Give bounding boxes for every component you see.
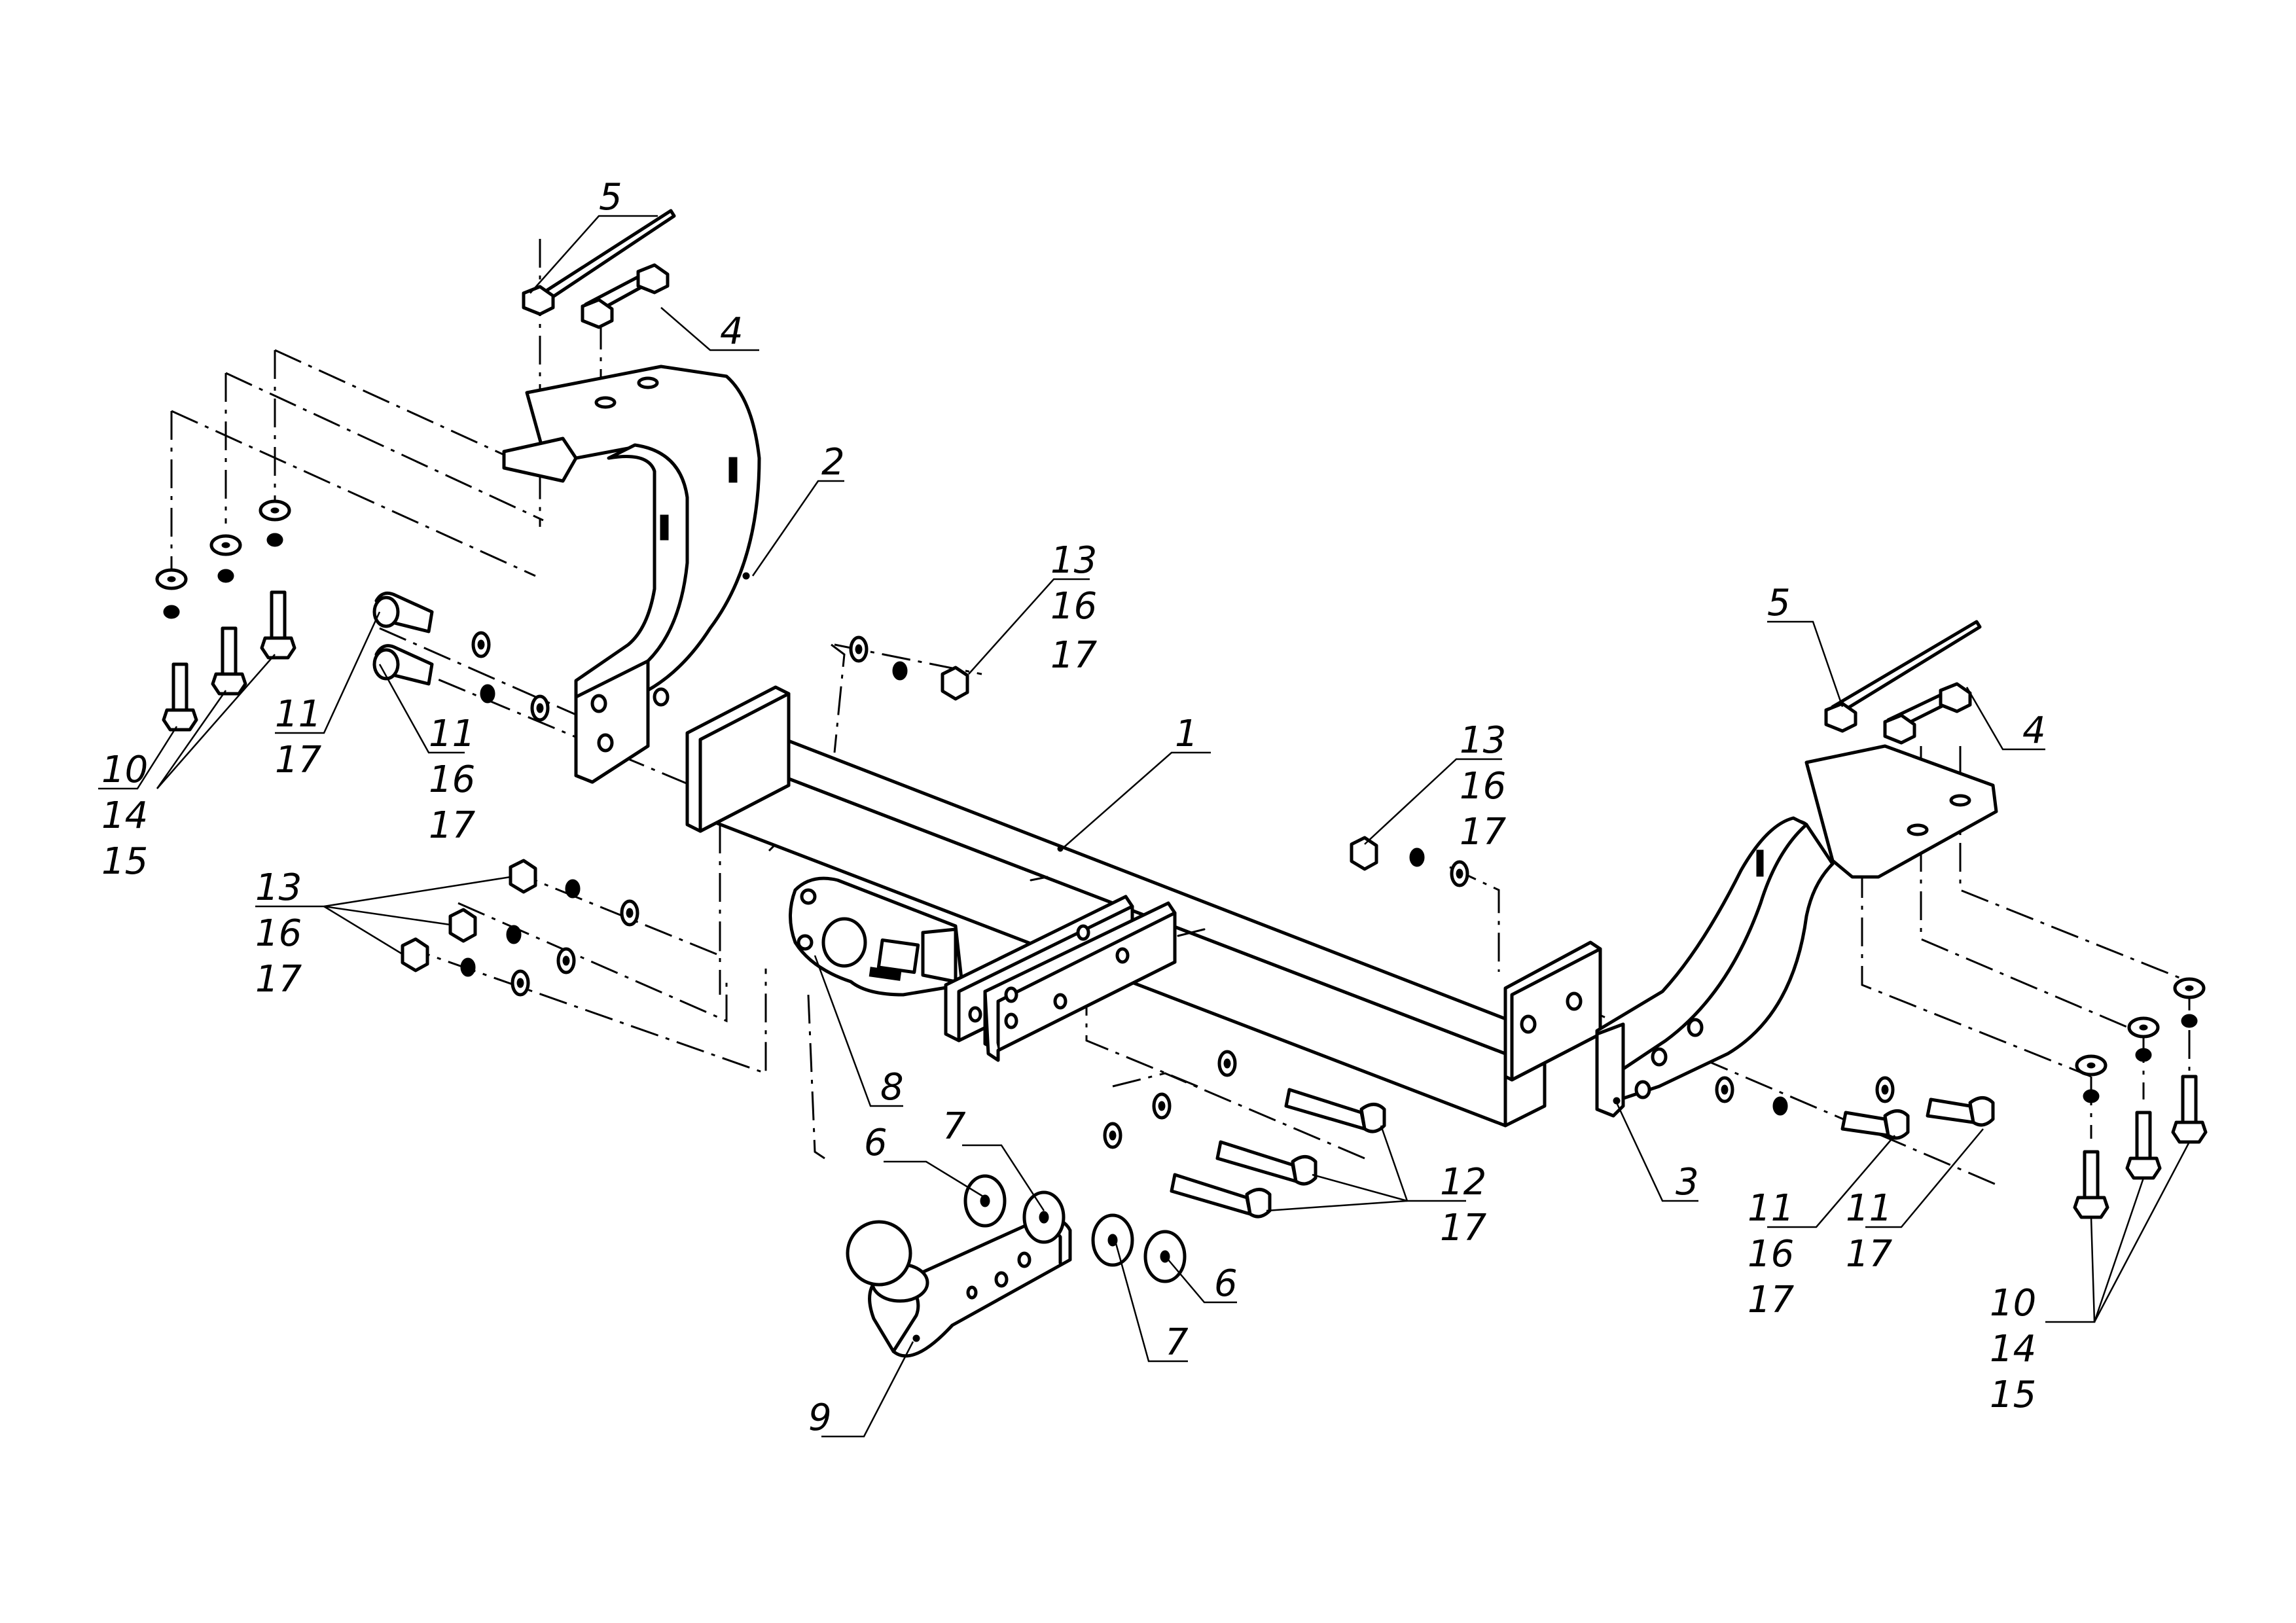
callout-label: 10: [1990, 1282, 2036, 1325]
callout-label: 4: [2022, 709, 2046, 752]
callout-label: 6: [1214, 1262, 1238, 1305]
callout-label: 11: [429, 713, 475, 755]
callout-label: 16: [1050, 585, 1097, 628]
callout-label: 7: [942, 1105, 966, 1148]
callout-label: 8: [880, 1066, 904, 1109]
callout-label: 15: [1990, 1374, 2036, 1416]
washers-nuts-left: [401, 631, 969, 997]
callout-label: 17: [429, 804, 476, 847]
bolts-10-washers-right: [2073, 977, 2208, 1219]
callout-label: 16: [255, 912, 302, 955]
bolts-11-right: [1840, 1096, 1995, 1140]
callout-label: 5: [1767, 582, 1791, 624]
callout-label: 11: [275, 693, 321, 736]
callout-label: 16: [1748, 1233, 1794, 1275]
clamp-bars-4-nuts-5: [522, 209, 1982, 745]
callout-label: 14: [1990, 1328, 2036, 1370]
washers-6-7: [963, 1174, 1187, 1283]
callout-label: 11: [1748, 1187, 1794, 1230]
callout-label: 12: [1440, 1161, 1486, 1204]
callout-label: 3: [1676, 1161, 1699, 1204]
washers-nuts-right: [1103, 836, 1895, 1149]
bolts-10-left: [162, 590, 296, 732]
callout-label: 17: [1050, 634, 1098, 677]
callout-label: 6: [864, 1122, 888, 1164]
callout-label: 17: [1460, 811, 1507, 853]
socket-plate: [789, 876, 964, 997]
callout-label: 2: [821, 441, 845, 484]
callout-label: 13: [255, 866, 302, 909]
callout-label: 5: [599, 176, 622, 219]
callout-label: 16: [429, 758, 475, 801]
callout-label: 17: [275, 739, 322, 781]
callout-label: 4: [720, 310, 744, 353]
callout-label: 17: [1846, 1233, 1893, 1275]
callout-label: 14: [101, 794, 148, 837]
callout-label: 17: [1748, 1279, 1795, 1321]
callout-label: 10: [101, 749, 148, 791]
assembly-axis-lines: [170, 239, 2191, 1186]
bolts-12: [1170, 1088, 1386, 1219]
callout-label: 13: [1460, 719, 1506, 762]
towbar-side-plates: [944, 895, 1177, 1062]
leader-lines: [98, 215, 2191, 1438]
callout-label: 7: [1165, 1321, 1189, 1364]
callout-label: 13: [1050, 539, 1097, 582]
tow-ball: [846, 1215, 1072, 1358]
callout-label: 17: [1440, 1207, 1487, 1249]
callout-labels: 5 4 2 13 16 17 11 17 11 16 17 10 14 15 1…: [101, 176, 2046, 1439]
bolts-11-left: [372, 591, 434, 686]
left-mounting-bracket: [502, 365, 761, 784]
callout-label: 17: [255, 958, 302, 1001]
callout-label: 1: [1175, 713, 1198, 755]
washers-14-15-left: [155, 499, 291, 619]
right-mounting-bracket: [1595, 744, 1998, 1118]
callout-label: 15: [101, 840, 148, 883]
callout-label: 11: [1846, 1187, 1892, 1230]
callout-label: 9: [808, 1397, 832, 1439]
callout-label: 16: [1460, 765, 1506, 808]
